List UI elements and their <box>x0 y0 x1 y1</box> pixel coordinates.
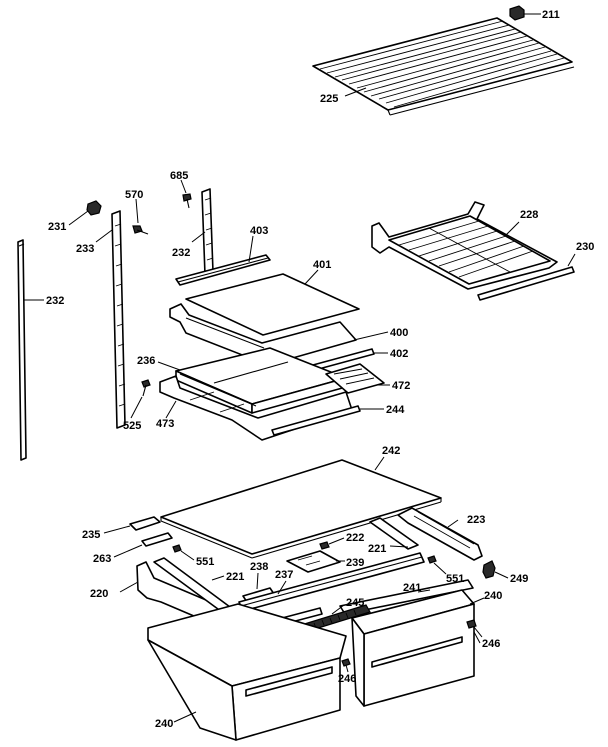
part-246-clip-right <box>466 619 483 638</box>
label-223: 223 <box>467 514 485 526</box>
label-244: 244 <box>386 404 405 416</box>
part-239-bracket <box>286 550 345 573</box>
part-403-rail <box>175 235 271 286</box>
label-402: 402 <box>390 348 408 360</box>
part-235-bracket <box>103 516 161 534</box>
label-240-right: 240 <box>484 590 502 602</box>
part-551-screw-left <box>172 544 195 561</box>
part-472-slide <box>325 363 390 394</box>
part-231-clip <box>68 200 102 226</box>
label-233: 233 <box>76 243 94 255</box>
label-472: 472 <box>392 380 410 392</box>
part-244-rail <box>271 405 384 436</box>
label-235: 235 <box>82 529 100 541</box>
label-232-center: 232 <box>172 247 190 259</box>
part-525-screw <box>130 379 151 419</box>
part-400-frame <box>169 303 389 366</box>
part-228-wire-shelf <box>371 201 558 290</box>
label-401: 401 <box>313 259 331 271</box>
part-551-screw-right <box>427 555 447 575</box>
part-246-clip-left <box>341 658 351 673</box>
label-221-left: 221 <box>226 571 244 583</box>
label-249: 249 <box>510 573 528 585</box>
label-551-left: 551 <box>196 556 214 568</box>
label-245: 245 <box>346 597 364 609</box>
label-236: 236 <box>137 355 155 367</box>
label-238: 238 <box>250 561 268 573</box>
part-240-left-drawer <box>147 603 347 741</box>
part-223-side-bracket <box>397 507 483 561</box>
label-231: 231 <box>48 221 66 233</box>
part-211-knob <box>509 5 541 21</box>
part-225-wire-shelf <box>312 17 575 116</box>
label-211: 211 <box>542 9 560 21</box>
part-685-screw <box>180 179 192 209</box>
part-249-hinge <box>482 560 509 579</box>
part-232-left-rail <box>17 239 44 461</box>
part-222-clip <box>319 537 345 550</box>
label-222: 222 <box>346 532 364 544</box>
label-570: 570 <box>125 189 143 201</box>
part-232-center-rail <box>191 188 214 276</box>
label-240-left: 240 <box>155 718 173 730</box>
label-263: 263 <box>93 553 111 565</box>
label-232-left: 232 <box>46 295 64 307</box>
label-225: 225 <box>320 93 338 105</box>
label-400: 400 <box>390 327 408 339</box>
part-401-glass-panel <box>185 269 360 336</box>
label-246-left: 246 <box>338 673 356 685</box>
label-237: 237 <box>275 569 293 581</box>
label-551-right: 551 <box>446 573 464 585</box>
label-230: 230 <box>576 241 594 253</box>
label-221-right: 221 <box>368 543 386 555</box>
part-263-bracket <box>113 532 173 558</box>
label-685: 685 <box>170 170 188 182</box>
label-246-right: 246 <box>482 638 500 650</box>
part-233-rail <box>95 210 126 429</box>
label-239: 239 <box>346 557 364 569</box>
label-220: 220 <box>90 588 108 600</box>
part-230-rail <box>477 253 576 301</box>
part-570-screw <box>132 198 149 235</box>
callout-labels: 211 225 685 570 231 233 232 403 228 230 … <box>46 9 594 730</box>
label-241: 241 <box>403 582 421 594</box>
label-473: 473 <box>156 418 174 430</box>
label-403: 403 <box>250 225 268 237</box>
label-228: 228 <box>520 209 538 221</box>
label-242: 242 <box>382 445 400 457</box>
part-241-rail <box>339 579 474 615</box>
part-221-right-rail <box>369 517 419 550</box>
part-240-right-drawer <box>351 589 485 707</box>
label-525: 525 <box>123 420 141 432</box>
